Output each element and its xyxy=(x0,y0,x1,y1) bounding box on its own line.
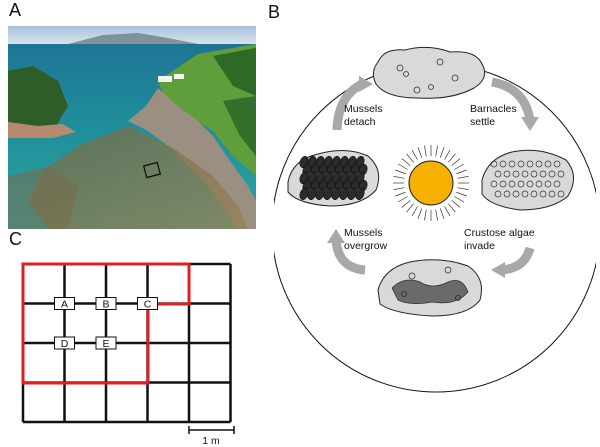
succession-cycle-diagram: Mussels detach Barnacles settle Crustose… xyxy=(274,46,596,393)
panel-b-letter: B xyxy=(268,2,281,22)
scale-bar-label: 1 m xyxy=(202,435,220,447)
cycle-arrows xyxy=(331,77,535,275)
rock-crustose-algae xyxy=(377,259,482,317)
quadrat-label: B xyxy=(102,299,109,311)
arrow-top-left xyxy=(332,79,365,131)
arrow-top-right xyxy=(490,77,535,121)
stage-label-barnacles-settle: Barnacles settle xyxy=(470,103,520,128)
quadrat-c: C xyxy=(137,297,158,311)
rock-barnacles-dense xyxy=(481,149,574,211)
arrow-head-bottom-right xyxy=(491,262,505,278)
quadrat-label: C xyxy=(144,299,152,311)
arrow-head-top-left xyxy=(359,76,373,92)
stage-label-crustose-algae-invade: Crustose algae invade xyxy=(464,227,538,252)
quadrat-label: D xyxy=(61,338,69,350)
arrow-bottom-right xyxy=(501,246,535,275)
stage-label-mussels-overgrow: Mussels overgrow xyxy=(344,227,388,252)
panel-a-letter: A xyxy=(9,0,22,20)
cycle-boundary-circle xyxy=(274,63,596,393)
rock-mussel-bed xyxy=(287,150,380,207)
arrow-bottom-left xyxy=(331,239,366,275)
rock-barnacles-sparse xyxy=(372,46,486,99)
quadrat-d: D xyxy=(54,336,75,350)
sun-icon xyxy=(393,145,469,221)
quadrat-e: E xyxy=(95,336,117,350)
quadrat-label: A xyxy=(61,299,68,311)
stage-label-mussels-detach: Mussels detach xyxy=(344,103,385,128)
panel-c-letter: C xyxy=(9,229,22,249)
scale-bar: 1 m xyxy=(188,426,235,447)
quadrat-label: E xyxy=(102,338,109,350)
quadrat-markers: A B C D E xyxy=(54,297,158,350)
arrow-head-bottom-left xyxy=(327,229,345,243)
quadrat-grid: A B C D E 1 m xyxy=(21,262,235,447)
quadrat-a: A xyxy=(54,297,75,311)
quadrat-b: B xyxy=(95,297,117,311)
arrow-head-top-right xyxy=(521,117,539,131)
coastline-aerial-photo xyxy=(8,26,256,229)
